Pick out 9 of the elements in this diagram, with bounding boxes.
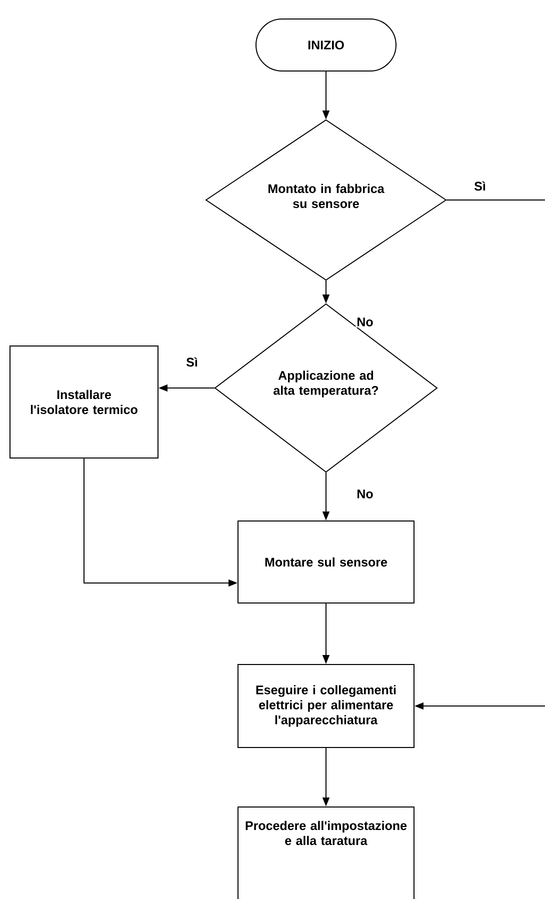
process-box: Installare l'isolatore termico (10, 346, 158, 458)
edge-label: No (356, 316, 374, 328)
start-terminal: INIZIO (256, 18, 396, 72)
process-box: Eseguire i collegamenti elettrici per alimentare l'apparecchiatura (238, 664, 414, 748)
process-box: Montare sul sensore (238, 520, 414, 604)
edge-label: Sì (473, 180, 487, 192)
process-box: Procedere all'impostazione e alla taratura (238, 806, 414, 899)
edge-label: No (356, 488, 374, 500)
edge-label: Sì (185, 356, 199, 368)
